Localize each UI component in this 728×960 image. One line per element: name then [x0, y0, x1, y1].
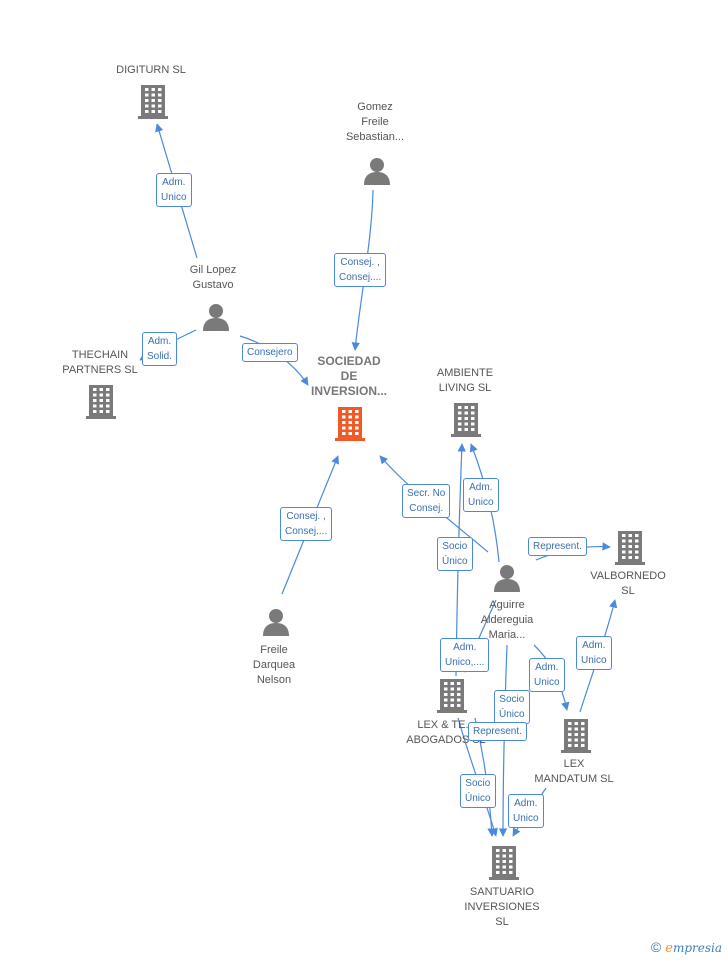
node-label-freile[interactable]: Freile Darquea Nelson — [252, 644, 296, 686]
edge-label-lexmandatum-santuario[interactable]: Adm. Unico — [508, 794, 544, 828]
edge-label-gil-sociedad[interactable]: Consejero — [242, 343, 298, 362]
person-icon[interactable] — [492, 563, 522, 598]
edge-label-aguirre-santuario-represent[interactable]: Represent. — [468, 722, 527, 741]
node-label-gil[interactable]: Gil Lopez Gustavo — [189, 264, 237, 291]
edge-label-aguirre-lexte[interactable]: Adm. Unico,.... — [440, 638, 490, 672]
empresia-logo[interactable]: ©empresia — [651, 939, 722, 956]
building-icon[interactable] — [437, 677, 467, 718]
person-icon[interactable] — [261, 607, 291, 642]
edge-label-aguirre-valbornedo[interactable]: Represent. — [528, 537, 587, 556]
edge-label-lexte-ambiente[interactable]: Socio Único — [437, 537, 473, 571]
building-icon[interactable] — [86, 383, 116, 424]
node-label-digiturn[interactable]: DIGITURN SL — [116, 64, 186, 76]
node-label-ambiente[interactable]: AMBIENTE LIVING SL — [436, 367, 494, 394]
building-icon[interactable] — [561, 717, 591, 758]
node-label-thechain[interactable]: THECHAIN PARTNERS SL — [62, 349, 138, 376]
node-label-valbornedo[interactable]: VALBORNEDO SL — [590, 570, 666, 597]
edge-label-aguirre-lexmandatum[interactable]: Adm. Unico — [529, 658, 565, 692]
edge-label-gil-digiturn[interactable]: Adm. Unico — [156, 173, 192, 207]
node-label-santuario[interactable]: SANTUARIO INVERSIONES SL — [464, 886, 540, 928]
person-icon[interactable] — [362, 156, 392, 191]
person-icon[interactable] — [201, 302, 231, 337]
building-icon[interactable] — [138, 83, 168, 124]
edge-label-gil-thechain[interactable]: Adm. Solid. — [142, 332, 178, 366]
edge-label-gomez-sociedad[interactable]: Consej. , Consej.... — [334, 253, 387, 287]
node-label-lex-mandatum[interactable]: LEX MANDATUM SL — [534, 758, 614, 785]
node-label-aguirre[interactable]: Aguirre Aldereguia Maria... — [480, 599, 534, 641]
edge-label-lexte-santuario-socio[interactable]: Socio Único — [494, 690, 530, 724]
building-icon[interactable] — [489, 844, 519, 885]
node-label-gomez[interactable]: Gomez Freile Sebastian... — [345, 101, 405, 143]
edge-label-aguirre-ambiente[interactable]: Adm. Unico — [463, 478, 499, 512]
brand-logo-e: e — [665, 941, 673, 956]
copyright-symbol: © — [650, 939, 662, 955]
edge-label-freile-sociedad[interactable]: Consej. , Consej.... — [280, 507, 333, 541]
building-icon[interactable] — [451, 401, 481, 442]
edge-label-lexmandatum-valbornedo[interactable]: Adm. Unico — [576, 636, 612, 670]
edge-label-lexte-santuario[interactable]: Socio Único — [460, 774, 496, 808]
edge-label-aguirre-sociedad[interactable]: Secr. No Consej. — [402, 484, 451, 518]
brand-logo-text: mpresia — [672, 941, 722, 955]
node-label-sociedad[interactable]: SOCIEDAD DE INVERSION... — [310, 354, 388, 398]
building-icon[interactable] — [335, 405, 365, 446]
building-icon[interactable] — [615, 529, 645, 570]
